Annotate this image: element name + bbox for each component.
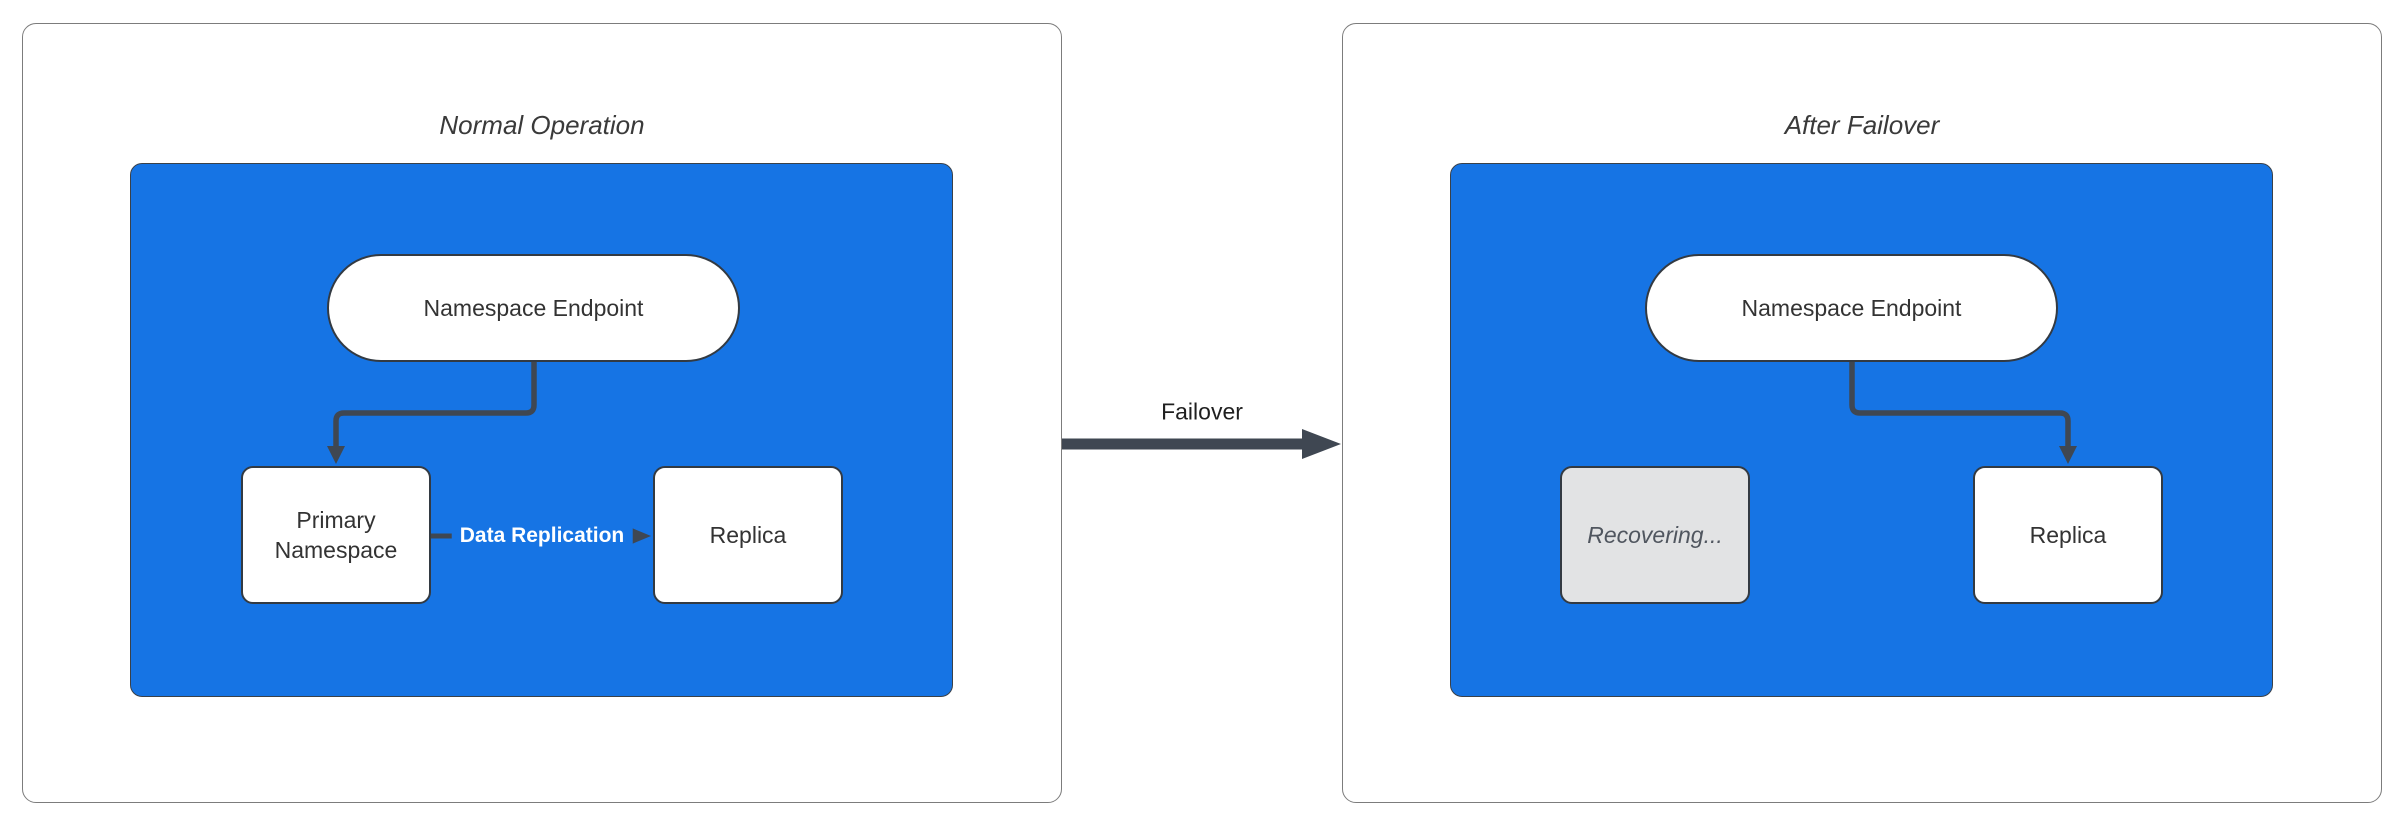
primary-namespace-node: Primary Namespace [241,466,431,604]
recovering-node: Recovering... [1560,466,1750,604]
failover-edge-label: Failover [1157,398,1247,426]
namespace-endpoint-node: Namespace Endpoint [327,254,740,362]
replica-node: Replica [1973,466,2163,604]
namespace-endpoint-node: Namespace Endpoint [1645,254,2058,362]
after-failover-title: After Failover [1784,110,1940,140]
data-replication-edge-label: Data Replication [451,521,633,551]
namespace-endpoint-label: Namespace Endpoint [423,295,644,321]
failover-arrow [1062,429,1341,459]
recovering-label: Recovering... [1587,522,1723,548]
endpoint-to-primary-arrow [327,362,537,464]
namespace-endpoint-label: Namespace Endpoint [1741,295,1962,321]
normal-operation-title: Normal Operation [439,110,645,140]
endpoint-to-replica-arrow [1849,362,2077,464]
replica-node: Replica [653,466,843,604]
replica-label: Replica [2029,522,2107,548]
namespace-container-right [1450,163,2273,697]
replica-label: Replica [709,522,787,548]
primary-namespace-label: Primary Namespace [274,507,398,563]
namespace-container-left [130,163,953,697]
